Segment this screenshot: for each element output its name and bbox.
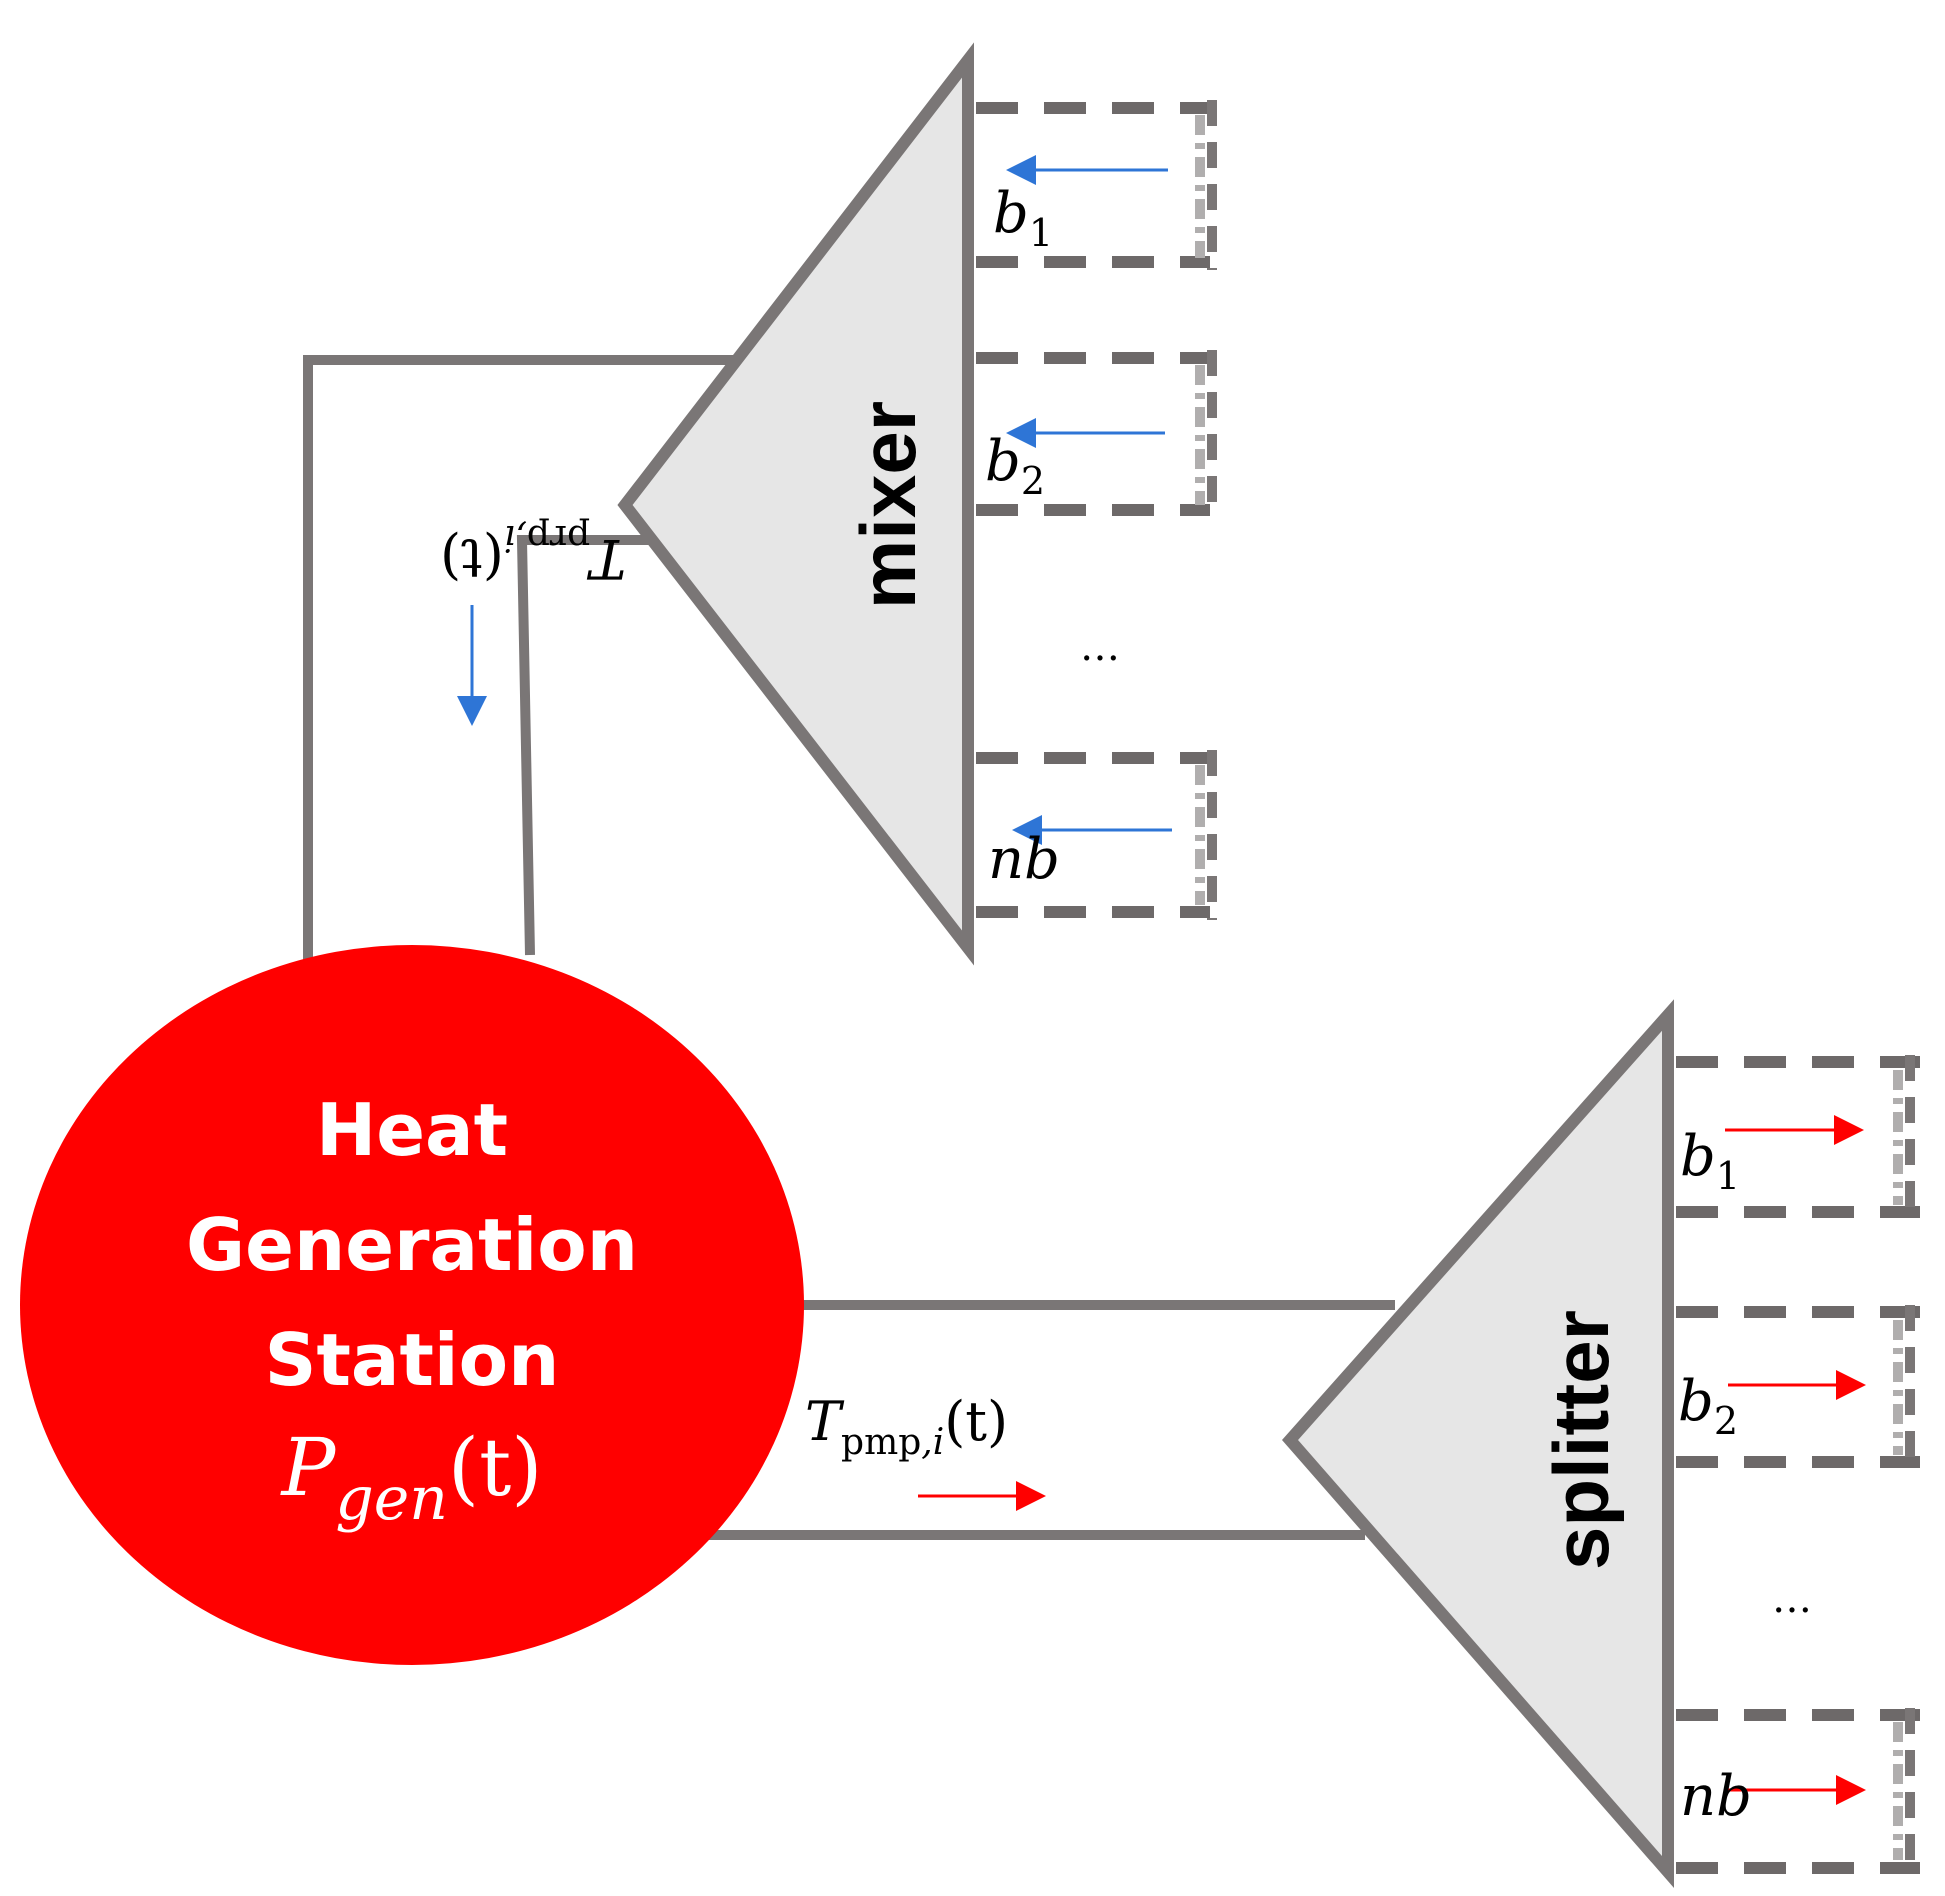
station-label-line3: Station <box>265 1318 560 1402</box>
mixer-node: mixer <box>617 42 974 966</box>
mixer-branch-n-label: nb <box>988 827 1060 892</box>
mixer-branches <box>976 100 1217 920</box>
splitter-ellipsis: … <box>1772 1576 1812 1622</box>
station-label-line1: Heat <box>316 1088 508 1172</box>
station-power-label: Pgen(t) <box>280 1421 543 1534</box>
splitter-node: splitter <box>1281 999 1674 1888</box>
splitter-branch-n-label: nb <box>1680 1764 1752 1829</box>
mixer-label: mixer <box>844 401 932 609</box>
splitter-branch-1-label: b1 <box>1680 1124 1740 1198</box>
station-label-line2: Generation <box>186 1203 638 1287</box>
supply-pipe <box>700 1300 1395 1540</box>
splitter-branches <box>1676 1055 1920 1876</box>
splitter-label: splitter <box>1537 1310 1625 1570</box>
splitter-branch-2-label: b2 <box>1678 1369 1738 1443</box>
return-temperature-label: Tprp,i(t) <box>440 517 626 590</box>
mixer-branch-2-label: b2 <box>985 429 1045 503</box>
supply-temperature-label: Tpmp,i(t) <box>805 1390 1008 1463</box>
return-pipe <box>303 355 740 960</box>
heat-generation-station: Heat Generation Station Pgen(t) <box>20 945 804 1665</box>
mixer-branch-1-label: b1 <box>993 181 1053 255</box>
mixer-ellipsis: … <box>1080 624 1120 670</box>
